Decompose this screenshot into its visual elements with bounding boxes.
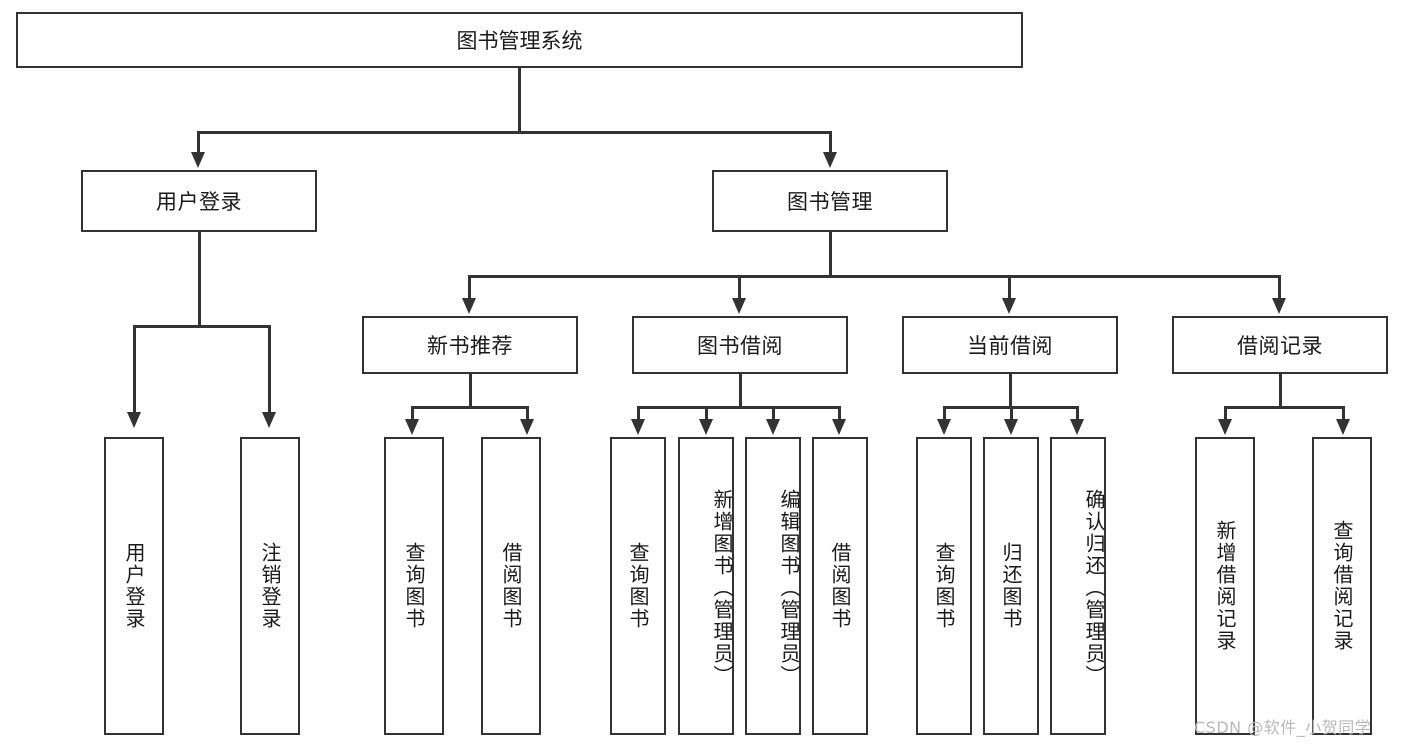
node-label: 确认归还（管理员） [1082,489,1106,687]
node-borrow-record[interactable]: 借阅记录 [1172,316,1388,374]
edge-user-login-drop-1 [268,325,271,415]
arrow-user-login-leaf-0 [127,412,141,428]
edge-user-login-bar [133,325,270,328]
node-book-management[interactable]: 图书管理 [712,170,948,232]
edge-br-drop-0 [1224,406,1227,422]
arrow-cb-leaf-2 [1070,419,1084,435]
csdn-watermark: CSDN @软件_小贺同学 [1194,718,1372,737]
leaf-new-book-recommend-1[interactable]: 借阅图书 [481,437,541,735]
node-user-login[interactable]: 用户登录 [81,170,317,232]
leaf-book-borrow-0[interactable]: 查询图书 [610,437,666,735]
edge-bb-drop-2 [772,406,775,422]
edge-bm-drop-3 [1278,275,1281,303]
node-root-book-management-system[interactable]: 图书管理系统 [16,12,1023,68]
node-label: 新增借阅记录 [1213,520,1237,652]
leaf-borrow-record-0[interactable]: 新增借阅记录 [1195,437,1255,735]
edge-br-bar [1224,406,1344,409]
node-label: 注销登录 [258,542,282,630]
edge-bb-drop-3 [838,406,841,422]
node-current-borrow[interactable]: 当前借阅 [902,316,1118,374]
edge-bb-stem [739,374,742,408]
node-label: 图书管理 [787,190,873,214]
edge-bb-bar [637,406,840,409]
node-label: 新增图书（管理员） [710,489,734,687]
leaf-current-borrow-1[interactable]: 归还图书 [983,437,1039,735]
edge-user-login-drop-0 [133,325,136,415]
arrow-to-current-borrow [1002,298,1016,314]
leaf-current-borrow-2[interactable]: 确认归还（管理员） [1050,437,1106,735]
arrow-to-book-borrow [732,298,746,314]
node-book-borrow[interactable]: 图书借阅 [632,316,848,374]
edge-root-stem [518,68,521,133]
arrow-to-new-book-recommend [462,298,476,314]
node-new-book-recommend[interactable]: 新书推荐 [362,316,578,374]
arrow-br-leaf-1 [1336,419,1350,435]
edge-nbr-drop-0 [411,406,414,422]
leaf-user-login-0[interactable]: 用户登录 [104,437,164,735]
node-label: 查询借阅记录 [1330,520,1354,652]
edge-br-stem [1279,374,1282,408]
arrow-to-book-management [823,152,837,168]
edge-bm-drop-0 [468,275,471,303]
edge-book-management-bar [468,275,1280,278]
leaf-new-book-recommend-0[interactable]: 查询图书 [384,437,444,735]
node-label: 新书推荐 [427,334,513,358]
node-label: 图书管理系统 [456,29,583,53]
edge-bm-drop-1 [738,275,741,303]
leaf-book-borrow-3[interactable]: 借阅图书 [812,437,868,735]
arrow-to-borrow-record [1272,298,1286,314]
edge-bm-drop-2 [1008,275,1011,303]
arrow-to-user-login [191,152,205,168]
arrow-cb-leaf-1 [1004,419,1018,435]
node-label: 借阅记录 [1237,334,1323,358]
node-label: 当前借阅 [967,334,1053,358]
edge-br-drop-1 [1342,406,1345,422]
arrow-bb-leaf-1 [699,419,713,435]
arrow-nbr-leaf-1 [520,419,534,435]
node-label: 用户登录 [156,190,242,214]
arrow-user-login-leaf-1 [262,412,276,428]
node-label: 查询图书 [932,542,956,630]
edge-user-login-stem [198,232,201,327]
node-label: 查询图书 [626,542,650,630]
arrow-bb-leaf-2 [766,419,780,435]
node-label: 用户登录 [122,542,146,630]
edge-cb-drop-2 [1076,406,1079,422]
arrow-bb-leaf-0 [631,419,645,435]
leaf-borrow-record-1[interactable]: 查询借阅记录 [1312,437,1372,735]
edge-cb-stem [1009,374,1012,408]
leaf-book-borrow-1[interactable]: 新增图书（管理员） [678,437,734,735]
edge-root-to-book-management [829,131,832,156]
edge-bb-drop-0 [637,406,640,422]
node-label: 图书借阅 [697,334,783,358]
leaf-current-borrow-0[interactable]: 查询图书 [916,437,972,735]
arrow-nbr-leaf-0 [405,419,419,435]
edge-bb-drop-1 [705,406,708,422]
edge-nbr-bar [411,406,528,409]
edge-book-management-stem [829,232,832,277]
edge-nbr-stem [469,374,472,408]
node-label: 归还图书 [999,542,1023,630]
leaf-book-borrow-2[interactable]: 编辑图书（管理员） [745,437,801,735]
edge-nbr-drop-1 [526,406,529,422]
node-label: 借阅图书 [499,542,523,630]
edge-root-bar [197,131,832,134]
node-label: 编辑图书（管理员） [777,489,801,687]
arrow-cb-leaf-0 [937,419,951,435]
node-label: 借阅图书 [828,542,852,630]
arrow-bb-leaf-3 [832,419,846,435]
arrow-br-leaf-0 [1218,419,1232,435]
edge-cb-drop-1 [1010,406,1013,422]
node-label: 查询图书 [402,542,426,630]
edge-root-to-user-login [197,131,200,156]
leaf-user-login-1[interactable]: 注销登录 [240,437,300,735]
edge-cb-drop-0 [943,406,946,422]
